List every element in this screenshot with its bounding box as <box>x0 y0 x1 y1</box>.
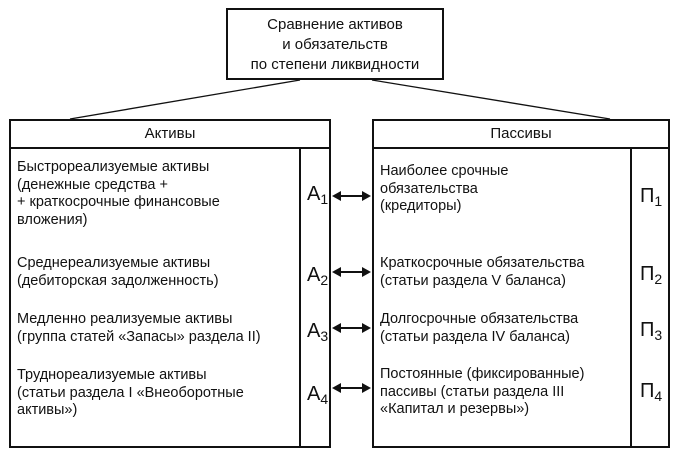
asset-item-4: Труднореализуемые активы (статьи раздела… <box>17 367 244 420</box>
liability-item-1-line-1: Наиболее срочные <box>380 163 509 179</box>
asset-item-4-line-3: активы») <box>17 402 78 418</box>
assets-divider <box>299 147 301 446</box>
liability-code-4: П4 <box>640 380 663 404</box>
liability-item-4: Постоянные (фиксированные) пассивы (стат… <box>380 366 584 419</box>
asset-item-2: Среднереализуемые активы (дебиторская за… <box>17 255 219 290</box>
asset-code-2: A2 <box>307 264 329 288</box>
double-arrow-1 <box>332 191 371 201</box>
double-arrow-4 <box>332 383 371 393</box>
liability-item-2-line-1: Краткосрочные обязательства <box>380 255 585 271</box>
asset-item-2-line-1: Среднереализуемые активы <box>17 255 211 271</box>
asset-item-1-line-1: Быстрореализуемые активы <box>17 159 210 175</box>
asset-item-4-line-2: (статьи раздела I «Внеоборотные <box>17 384 244 401</box>
liability-item-1-line-3: (кредиторы) <box>380 198 462 214</box>
asset-item-4-line-1: Труднореализуемые активы <box>17 367 207 383</box>
title-line-3: по степени ликвидности <box>250 56 420 73</box>
liabilities-divider <box>630 147 632 446</box>
title-line-1: Сравнение активов <box>267 16 403 33</box>
title-to-liabilities-line <box>371 79 611 120</box>
double-arrows <box>332 191 371 393</box>
asset-item-1-line-3: + краткосрочные финансовые <box>17 194 220 210</box>
asset-item-3: Медленно реализуемые активы (группа стат… <box>17 311 261 346</box>
liability-item-4-line-2: пассивы (статьи раздела III <box>380 383 565 400</box>
assets-header: Активы <box>11 121 329 149</box>
assets-panel: Активы Быстрореализуемые активы (денежны… <box>9 119 331 448</box>
double-arrow-2 <box>332 267 371 277</box>
asset-item-3-line-1: Медленно реализуемые активы <box>17 311 233 327</box>
title-to-assets-line <box>69 79 301 120</box>
asset-item-1: Быстрореализуемые активы (денежные средс… <box>17 159 220 229</box>
liability-item-4-line-3: «Капитал и резервы») <box>380 401 530 417</box>
liability-item-2-line-2: (статьи раздела V баланса) <box>380 272 566 289</box>
title-box: Сравнение активов и обязательств по степ… <box>226 8 444 80</box>
asset-item-3-line-2: (группа статей «Запасы» раздела II) <box>17 328 261 345</box>
liabilities-header: Пассивы <box>374 121 668 149</box>
liability-code-3: П3 <box>640 319 663 343</box>
asset-item-1-line-2: (денежные средства + <box>17 176 168 193</box>
asset-code-4: A4 <box>307 383 329 407</box>
liability-item-1: Наиболее срочные обязательства (кредитор… <box>380 163 508 216</box>
liability-item-3-line-2: (статьи раздела IV баланса) <box>380 328 570 345</box>
title-line-2: и обязательств <box>282 36 388 53</box>
liability-item-4-line-1: Постоянные (фиксированные) <box>380 366 585 382</box>
double-arrow-3 <box>332 323 371 333</box>
liability-item-1-line-2: обязательства <box>380 180 478 197</box>
liabilities-panel: Пассивы Наиболее срочные обязательства (… <box>372 119 670 448</box>
liability-code-1: П1 <box>640 185 663 209</box>
liability-item-3: Долгосрочные обязательства (статьи разде… <box>380 311 578 346</box>
liability-item-2: Краткосрочные обязательства (статьи разд… <box>380 255 584 290</box>
liability-code-2: П2 <box>640 263 663 287</box>
asset-item-2-line-2: (дебиторская задолженность) <box>17 272 219 289</box>
asset-item-1-line-4: вложения) <box>17 211 88 228</box>
asset-code-3: A3 <box>307 320 329 344</box>
liability-item-3-line-1: Долгосрочные обязательства <box>380 311 579 327</box>
asset-code-1: A1 <box>307 183 329 207</box>
